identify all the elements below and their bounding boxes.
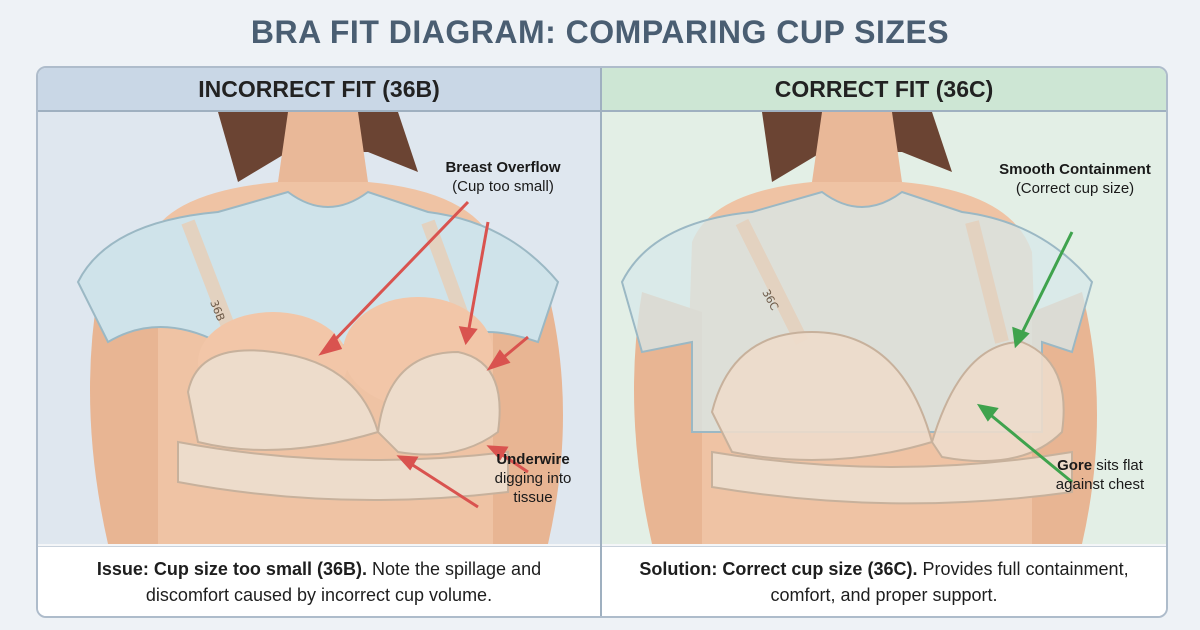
incorrect-fit-panel: INCORRECT FIT (36B) 36B <box>38 68 602 616</box>
correct-fit-illustration: 36C <box>602 112 1166 544</box>
correct-fit-heading: CORRECT FIT (36C) <box>602 68 1166 112</box>
gore-annotation: Gore sits flat against chest <box>1055 457 1145 493</box>
diagram-frame: INCORRECT FIT (36B) 36B <box>36 66 1168 618</box>
incorrect-fit-heading: INCORRECT FIT (36B) <box>38 68 600 112</box>
incorrect-fit-caption: Issue: Cup size too small (36B). Note th… <box>38 546 600 616</box>
underwire-annotation: Underwire digging into tissue <box>494 451 572 506</box>
breast-overflow-annotation: Breast Overflow (Cup too small) <box>445 159 561 195</box>
diagram-title: BRA FIT DIAGRAM: COMPARING CUP SIZES <box>250 14 950 50</box>
overflow-arrows <box>318 200 529 509</box>
good-fit-arrows <box>976 231 1074 484</box>
correct-fit-caption: Solution: Correct cup size (36C). Provid… <box>602 546 1166 616</box>
correct-fit-panel: CORRECT FIT (36C) 36C S <box>602 68 1166 616</box>
incorrect-fit-illustration: 36B <box>38 112 600 544</box>
smooth-containment-annotation: Smooth Containment (Correct cup size) <box>999 161 1151 197</box>
